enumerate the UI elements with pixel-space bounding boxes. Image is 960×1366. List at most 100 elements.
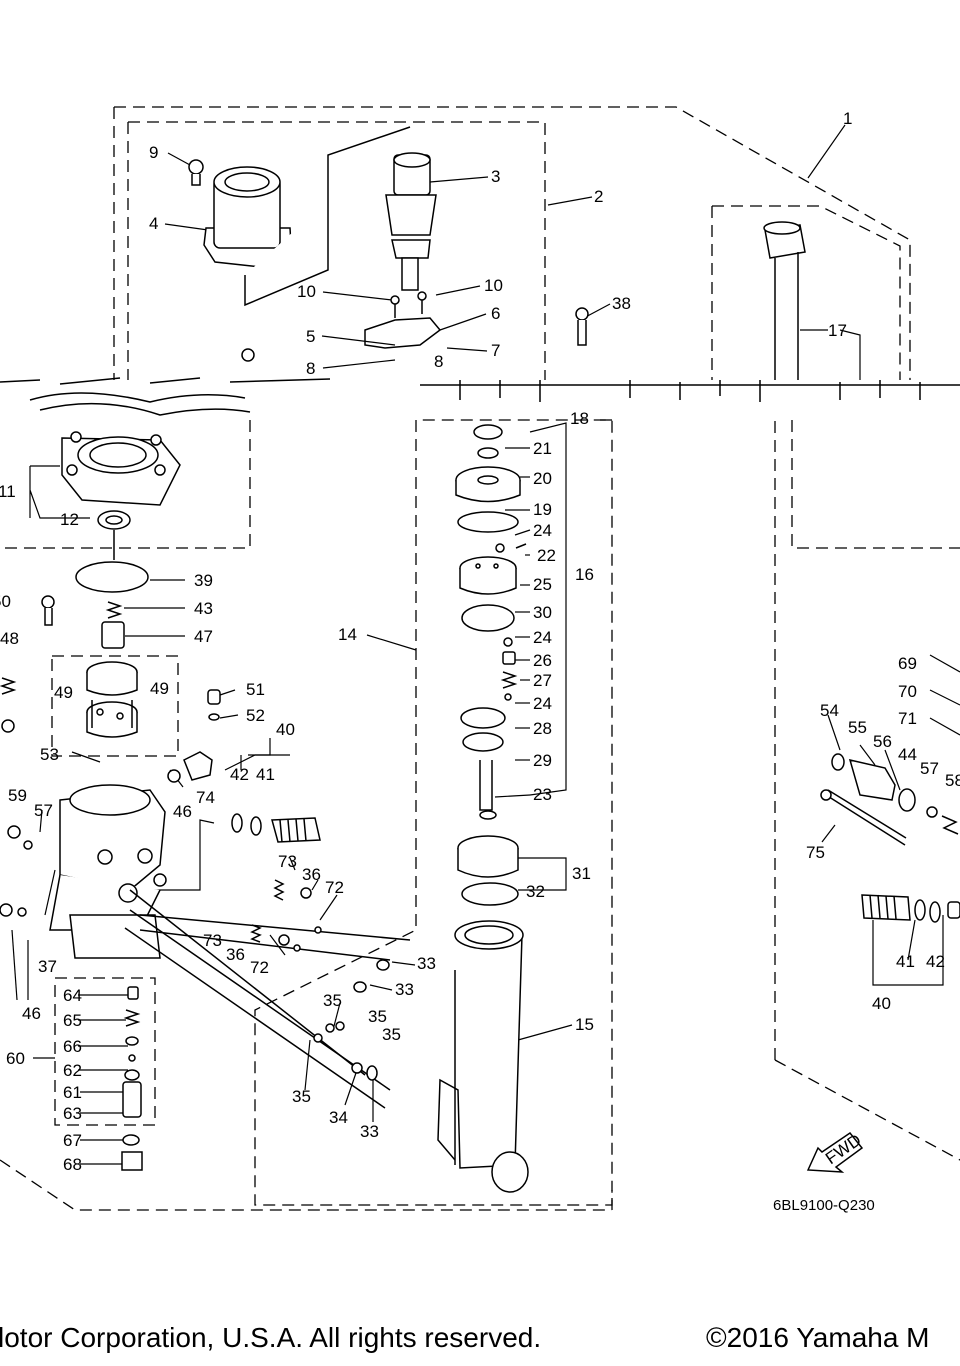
part-label: 22: [537, 546, 556, 565]
part-label: 36: [302, 865, 321, 884]
part-label: 47: [194, 627, 213, 646]
part-number-labels: 1 2 3 4 5 6 7 8 8 9 10 10 11 12 14 15 16…: [0, 109, 960, 1174]
part-label: 28: [533, 719, 552, 738]
part-label: 43: [194, 599, 213, 618]
part-label: 3: [491, 167, 500, 186]
part-label: 33: [360, 1122, 379, 1141]
part-label: 61: [63, 1083, 82, 1102]
part-label: 51: [246, 680, 265, 699]
part-label: 60: [6, 1049, 25, 1068]
part-label: 68: [63, 1155, 82, 1174]
right-assembly: [806, 753, 960, 1173]
part-label: 56: [873, 732, 892, 751]
scan-artifact-band: [0, 377, 960, 416]
part-label: 34: [329, 1108, 348, 1127]
motor-assembly: [188, 126, 806, 380]
part-label: 20: [533, 469, 552, 488]
part-label: 58: [945, 771, 960, 790]
part-label: 49: [150, 679, 169, 698]
part-label: 4: [149, 214, 158, 233]
part-label: 29: [533, 751, 552, 770]
part-label: 69: [898, 654, 917, 673]
part-label: 70: [898, 682, 917, 701]
part-label: 10: [297, 282, 316, 301]
part-label: 24: [533, 521, 552, 540]
part-label: 31: [572, 864, 591, 883]
part-label: 64: [63, 986, 82, 1005]
part-label: 5: [306, 327, 315, 346]
part-label: 32: [526, 882, 545, 901]
part-label: 73: [278, 852, 297, 871]
part-label: 39: [194, 571, 213, 590]
part-label: 40: [872, 994, 891, 1013]
part-label: 48: [0, 629, 19, 648]
part-label: 23: [533, 785, 552, 804]
part-label: 42: [230, 765, 249, 784]
part-label: 24: [533, 694, 552, 713]
part-label: 10: [484, 276, 503, 295]
part-label: 71: [898, 709, 917, 728]
part-label: 24: [533, 628, 552, 647]
part-label: 15: [575, 1015, 594, 1034]
part-label: 46: [22, 1004, 41, 1023]
part-label: 37: [38, 957, 57, 976]
part-label: 62: [63, 1061, 82, 1080]
part-label: 35: [382, 1025, 401, 1044]
part-label: 41: [896, 952, 915, 971]
part-label: 57: [920, 759, 939, 778]
part-label: 50: [0, 592, 11, 611]
part-label: 75: [806, 843, 825, 862]
part-label: 17: [828, 321, 847, 340]
part-label: 38: [612, 294, 631, 313]
part-label: 19: [533, 500, 552, 519]
part-label: 33: [417, 954, 436, 973]
part-label: 8: [306, 359, 315, 378]
part-label: 57: [34, 801, 53, 820]
assembly-boundaries: [0, 106, 960, 1211]
part-label: 52: [246, 706, 265, 725]
part-label: 72: [325, 878, 344, 897]
copyright-right: ©2016 Yamaha M: [706, 1322, 930, 1353]
part-label: 27: [533, 671, 552, 690]
part-label: 18: [570, 409, 589, 428]
part-label: 53: [40, 745, 59, 764]
part-label: 25: [533, 575, 552, 594]
copyright-left: lotor Corporation, U.S.A. All rights res…: [0, 1322, 542, 1353]
part-label: 14: [338, 625, 357, 644]
part-label: 9: [149, 143, 158, 162]
part-label: 63: [63, 1104, 82, 1123]
part-label: 11: [0, 482, 16, 501]
part-label: 33: [395, 980, 414, 999]
part-label: 2: [594, 187, 603, 206]
part-label: 44: [898, 745, 917, 764]
part-label: 35: [368, 1007, 387, 1026]
left-housing-assembly: [0, 431, 411, 1109]
part-label: 54: [820, 701, 839, 720]
valve-group-60: [121, 986, 143, 1171]
part-label: 67: [63, 1131, 82, 1150]
part-label: 12: [60, 510, 79, 529]
part-label: 74: [196, 788, 215, 807]
leader-lines: [11, 124, 960, 1165]
part-label: 7: [491, 341, 500, 360]
part-label: 40: [276, 720, 295, 739]
part-label: 6: [491, 304, 500, 323]
part-label: 30: [533, 603, 552, 622]
tilt-cylinder-assembly: [437, 424, 529, 1193]
part-label: 72: [250, 958, 269, 977]
part-label: 41: [256, 765, 275, 784]
part-label: 35: [292, 1087, 311, 1106]
part-label: 59: [8, 786, 27, 805]
part-label: 8: [434, 352, 443, 371]
part-label: 49: [54, 683, 73, 702]
part-label: 46: [173, 802, 192, 821]
part-label: 55: [848, 718, 867, 737]
part-label: 66: [63, 1037, 82, 1056]
part-label: 1: [843, 109, 852, 128]
part-label: 65: [63, 1011, 82, 1030]
part-label: 26: [533, 651, 552, 670]
drawing-code: 6BL9100-Q230: [773, 1197, 875, 1214]
part-label: 73: [203, 931, 222, 950]
part-label: 16: [575, 565, 594, 584]
